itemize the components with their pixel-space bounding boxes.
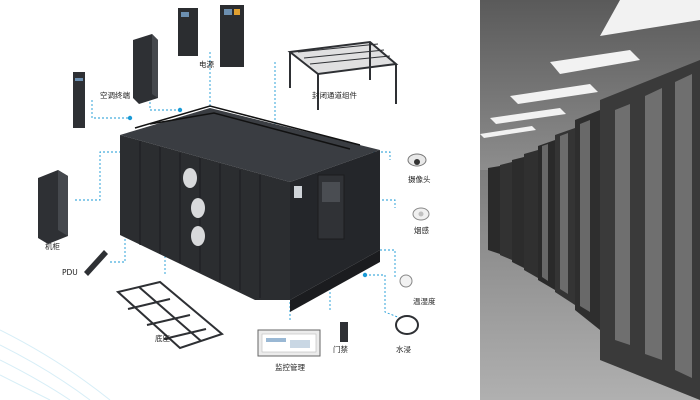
label-temp: 温湿度 — [413, 297, 436, 306]
label-cabinet: 机柜 — [45, 242, 60, 251]
temp-humidity-sensor-item — [399, 274, 413, 288]
closed-aisle-frame — [287, 40, 399, 110]
server-room-photo — [480, 0, 700, 400]
label-camera: 摄像头 — [408, 175, 431, 184]
label-smoke: 烟感 — [414, 226, 429, 235]
label-power: 电源 — [199, 60, 214, 69]
base-frame-item — [115, 280, 225, 350]
ups-power-units — [178, 5, 244, 67]
rack-highlights — [542, 74, 692, 378]
pdu-item — [84, 250, 108, 276]
door-access-item — [340, 322, 348, 342]
label-aisle: 封闭通道组件 — [312, 91, 357, 100]
label-door: 门禁 — [333, 345, 348, 354]
water-leak-sensor-item — [395, 315, 419, 335]
label-pdu: PDU — [62, 268, 78, 277]
cabinet-item — [38, 170, 68, 244]
server-room-illustration — [480, 0, 700, 400]
smoke-sensor-item — [412, 207, 430, 221]
aircon-unit — [133, 34, 158, 104]
label-aircon: 空调终端 — [100, 91, 130, 100]
label-water: 水浸 — [396, 345, 411, 354]
label-base: 底座 — [155, 334, 170, 343]
micro-module-body — [120, 105, 380, 312]
ceiling-lights — [480, 0, 700, 138]
micro-module-diagram: 电源 空调终端 封闭通道组件 摄像头 烟感 机柜 PDU 底座 监控管理 门禁 … — [0, 5, 436, 400]
camera-item — [407, 153, 427, 167]
inrow-ac-unit — [73, 72, 85, 128]
label-monitor: 监控管理 — [275, 363, 305, 372]
diagram-canvas — [0, 5, 430, 400]
monitor-screen-item — [257, 329, 321, 357]
decorative-wave — [0, 329, 111, 400]
